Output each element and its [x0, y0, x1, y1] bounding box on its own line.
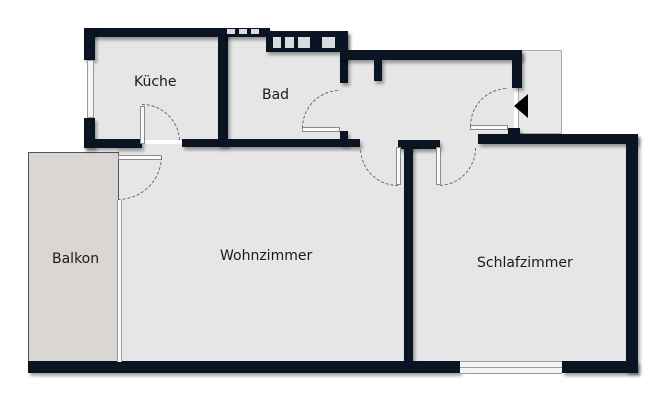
bottom-wall-left	[28, 361, 460, 373]
kitchen-left-wall-lower	[84, 118, 95, 148]
bedroom-top-wall-right	[478, 134, 638, 144]
kitchen-window	[87, 60, 94, 118]
balcony-floor	[28, 152, 119, 364]
kitchen-bottom-wall	[84, 139, 142, 148]
hall-right-wall-lower	[508, 128, 520, 138]
bath-vent-7	[322, 37, 335, 48]
bath-right-wall-lower	[340, 131, 348, 145]
hall-right-wall	[512, 50, 522, 88]
room-label-balcony: Balkon	[52, 251, 100, 267]
bath-vent-3	[251, 29, 259, 34]
kitchen-bath-divider	[218, 28, 228, 146]
balcony-door-frame	[117, 200, 122, 362]
living-bedroom-divider	[404, 145, 413, 363]
room-label-kitchen: Küche	[134, 74, 177, 90]
bottom-wall-right	[562, 361, 638, 373]
bedroom-window-line	[460, 367, 562, 368]
entrance-area	[518, 50, 562, 134]
kitchen-top-wall	[84, 28, 224, 37]
bath-vent-5	[285, 37, 294, 48]
entrance-arrow-icon	[514, 94, 528, 118]
bath-bottom-wall	[182, 139, 360, 147]
kitchen-left-wall-upper	[84, 28, 95, 60]
room-label-living-room: Wohnzimmer	[220, 248, 313, 264]
hall-top-wall	[340, 50, 522, 60]
living-room-floor	[118, 144, 408, 362]
hall-wall-stub	[374, 58, 382, 81]
bedroom-top-wall-left	[398, 140, 440, 149]
bath-vent-2	[239, 29, 247, 34]
bath-vent-1	[227, 29, 235, 34]
bath-vent-6	[298, 37, 310, 48]
room-label-bathroom: Bad	[262, 87, 290, 103]
bedroom-right-wall	[626, 134, 638, 372]
bath-vent-4	[273, 37, 281, 48]
room-label-bedroom: Schlafzimmer	[477, 255, 573, 271]
